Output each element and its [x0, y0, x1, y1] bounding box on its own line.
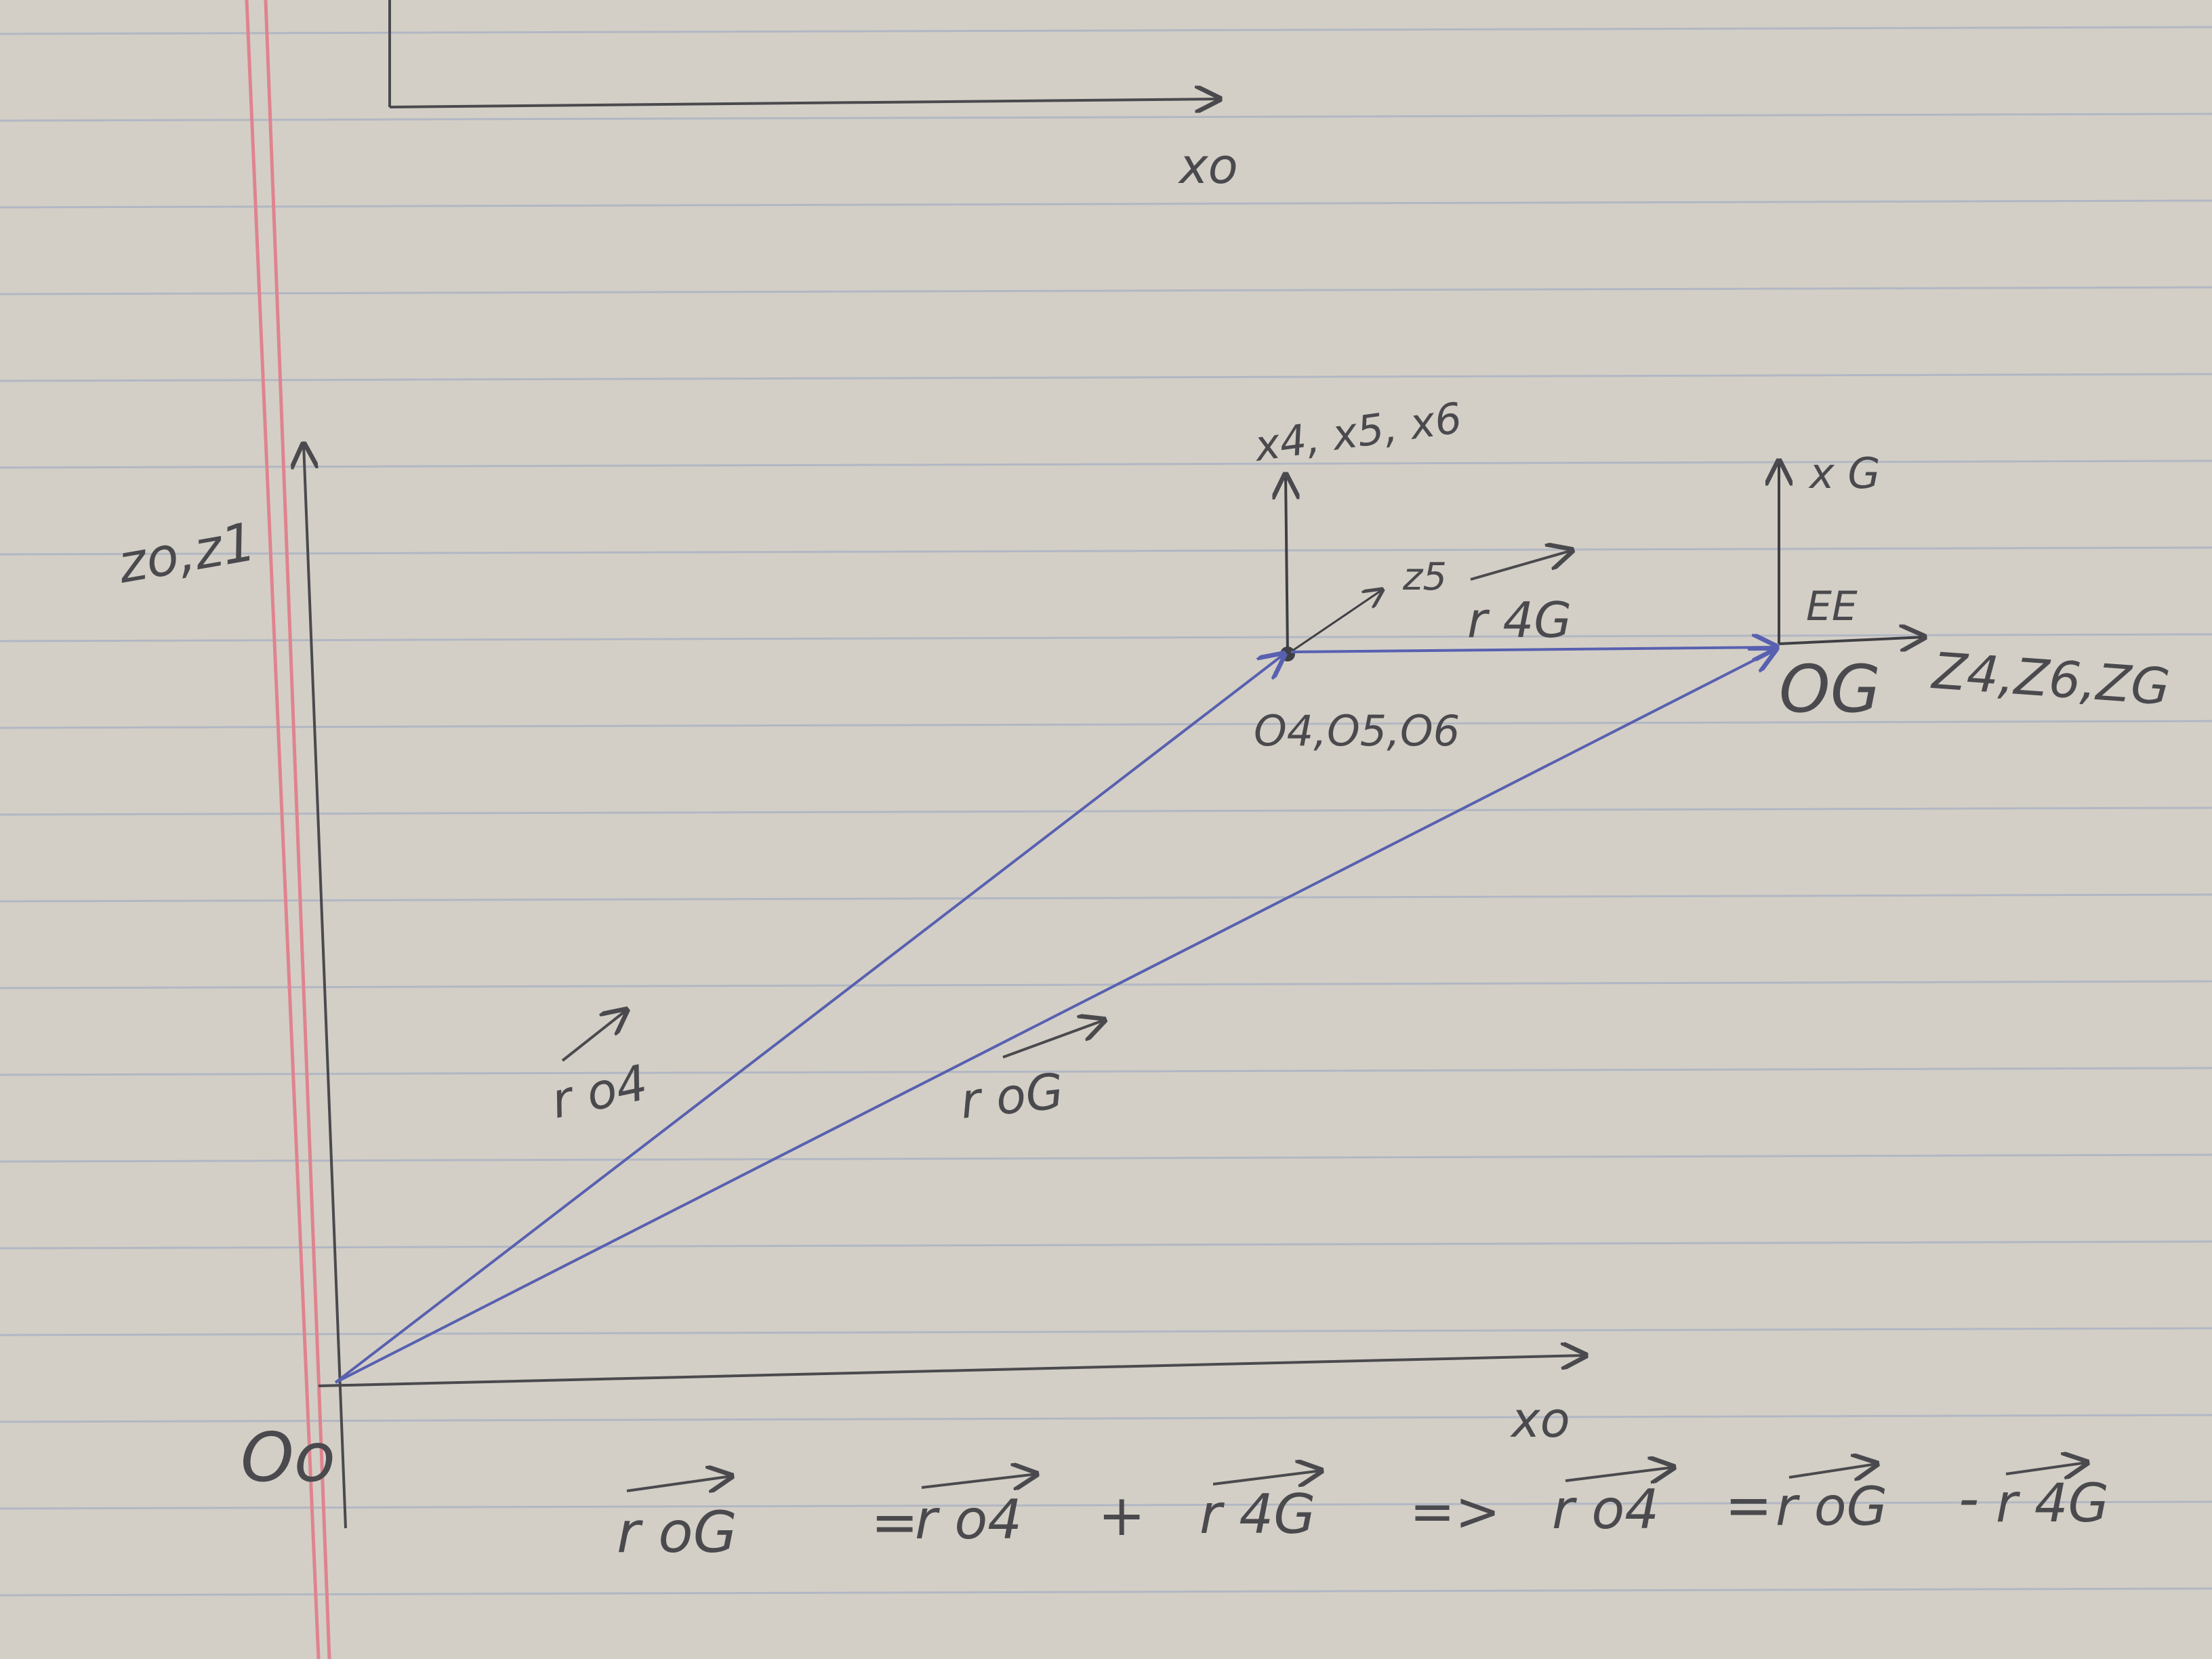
equation-lhs: r oG [617, 1499, 737, 1565]
top-axes [388, 0, 1220, 107]
main-axes [304, 444, 1586, 1529]
frame-g-x-label: x G [1808, 449, 1880, 498]
position-vectors [334, 647, 1777, 1384]
vector-4G [1290, 647, 1777, 652]
equation-lhs2: r o4 [1552, 1478, 1659, 1541]
x-axis [318, 1355, 1586, 1387]
ruled-lines [0, 26, 2212, 1597]
equation-plus: + [1098, 1482, 1145, 1549]
frame-g-ee-label: EE [1806, 583, 1858, 630]
margin-line [245, 0, 331, 1659]
frame-g-origin-label: OG [1779, 651, 1881, 727]
frame-4-z5-label: z5 [1402, 555, 1447, 599]
origin-label: Oo [241, 1418, 335, 1497]
equation-eq2: = [1725, 1472, 1772, 1538]
equation-eq1: = [871, 1489, 918, 1555]
bottom-xaxis-label: xo [1510, 1391, 1570, 1448]
equation-term2: r 4G [1200, 1483, 1315, 1546]
vector-oG [335, 649, 1776, 1384]
svg-text:r oG: r oG [958, 1062, 1066, 1129]
vector-label-4G: r 4G [1467, 550, 1572, 649]
frame-g-axes [1779, 461, 1925, 644]
equation-minus: - [1959, 1465, 1979, 1532]
vector-label-oG: r oG [958, 1020, 1105, 1130]
frame-4-axes [1286, 474, 1382, 655]
frame-4-origin-label: O4,O5,O6 [1254, 706, 1460, 756]
vector-o4 [334, 654, 1284, 1384]
svg-text:r 4G: r 4G [1467, 592, 1572, 649]
equation-term3: r oG [1776, 1477, 1887, 1538]
equation-term1: r o4 [915, 1488, 1022, 1551]
z-axis [304, 444, 347, 1529]
top-xaxis-label: xo [1178, 138, 1238, 194]
vector-equation: r oG = r o4 + r 4G => r o4 = r oG - r 4G [617, 1462, 2109, 1565]
equation-term4: r 4G [1996, 1473, 2109, 1534]
equation-implies: => [1410, 1480, 1500, 1543]
